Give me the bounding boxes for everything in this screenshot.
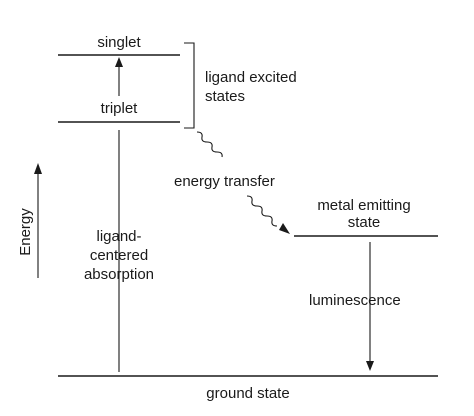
energy-transfer-label: energy transfer [174, 173, 275, 190]
energy-axis-arrow-head [34, 163, 42, 174]
energy-axis-label: Energy [17, 208, 34, 256]
absorption-label-line1: ligand- [96, 228, 141, 245]
energy-transfer-arrow-head [279, 223, 290, 234]
energy-transfer-wavy-line-1 [196, 131, 223, 158]
absorption-label-line2: centered [90, 247, 148, 264]
singlet-label: singlet [97, 34, 141, 51]
ligand-excited-label-line1: ligand excited [205, 69, 297, 86]
energy-transfer-wavy-line-2 [246, 195, 278, 227]
luminescence-arrow-head [366, 361, 374, 371]
triplet-to-singlet-arrow-head [115, 57, 123, 67]
triplet-label: triplet [101, 100, 139, 117]
absorption-label-line3: absorption [84, 266, 154, 283]
metal-emitting-label-line1: metal emitting [317, 197, 410, 214]
ligand-excited-bracket [184, 42, 195, 129]
ligand-excited-label-line2: states [205, 88, 245, 105]
luminescence-label: luminescence [309, 292, 401, 309]
metal-emitting-label-line2: state [348, 214, 381, 231]
ground-state-label: ground state [206, 385, 289, 402]
